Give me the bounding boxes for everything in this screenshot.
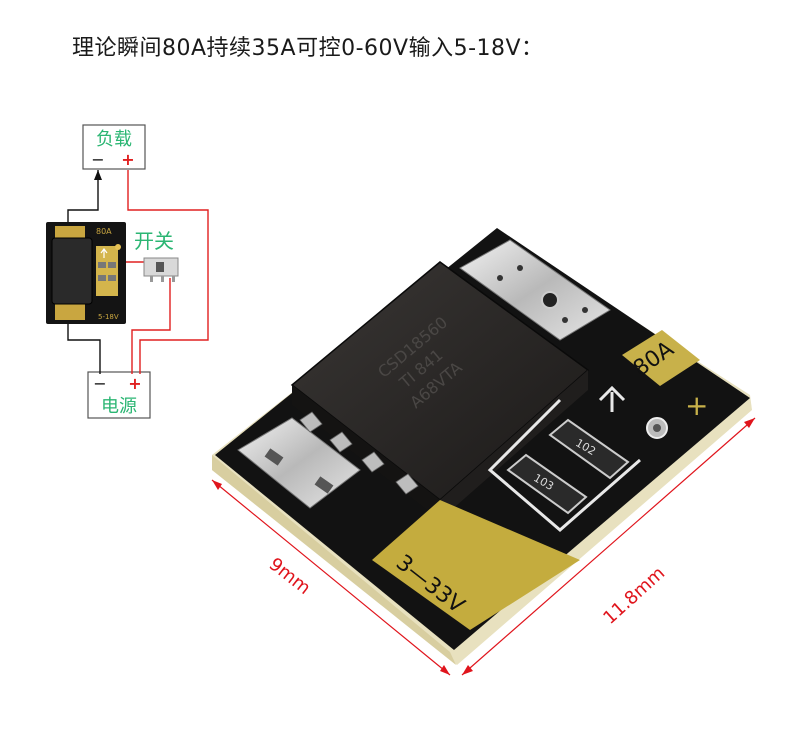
- wiring-diagram: 负载 − + − + 电源: [46, 124, 209, 419]
- source-minus: −: [93, 374, 106, 393]
- black-wires: [67, 170, 101, 374]
- load-plus: +: [121, 150, 134, 169]
- resistor-102: 102: [548, 418, 630, 480]
- source-box: − + 电源: [87, 371, 151, 419]
- resistor-103: 103: [506, 453, 588, 515]
- arrow-icon: [598, 385, 626, 412]
- load-label: 负载: [96, 129, 132, 150]
- mini-board: 80A 5-18V: [46, 222, 126, 324]
- load-box: 负载 − +: [82, 124, 146, 170]
- source-label: 电源: [101, 396, 137, 417]
- voltage-pad: [372, 500, 580, 630]
- mini-board-voltage: 5-18V: [98, 313, 119, 321]
- width-dimension-label: 9mm: [265, 554, 315, 599]
- page-title: 理论瞬间80A持续35A可控0-60V输入5-18V：: [72, 36, 544, 61]
- mini-board-rating: 80A: [96, 227, 112, 236]
- plus-label: +: [685, 389, 708, 422]
- switch-label: 开关: [134, 229, 174, 253]
- arrow-up-icon: [94, 170, 102, 180]
- rating-pad: [622, 330, 700, 386]
- length-dimension-label: 11.8mm: [599, 563, 669, 629]
- load-minus: −: [91, 150, 104, 169]
- switch-component: 开关: [134, 229, 179, 282]
- source-plus: +: [128, 374, 141, 393]
- board-photo: CSD18560 TI 841 A68VTA 80A + 102 103: [212, 228, 752, 665]
